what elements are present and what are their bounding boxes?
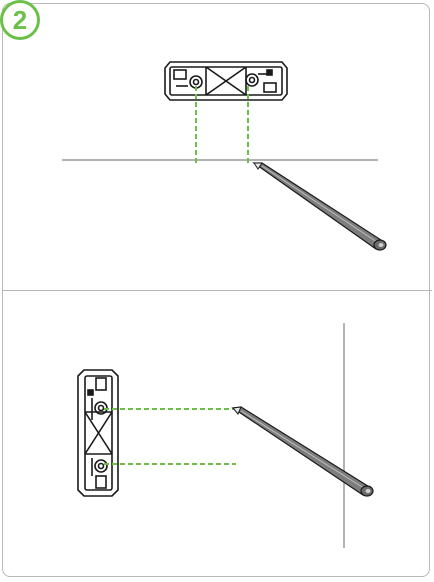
pencil-icon [231, 406, 374, 497]
step-number: 2 [12, 5, 28, 35]
mounting-plate-icon [77, 369, 119, 497]
panel-divider [2, 290, 432, 291]
step-badge: 2 [0, 0, 40, 40]
bottom-panel-illustration [77, 323, 374, 548]
top-panel-illustration [62, 61, 387, 251]
pencil-icon [252, 162, 387, 251]
mounting-plate-icon [164, 61, 288, 101]
